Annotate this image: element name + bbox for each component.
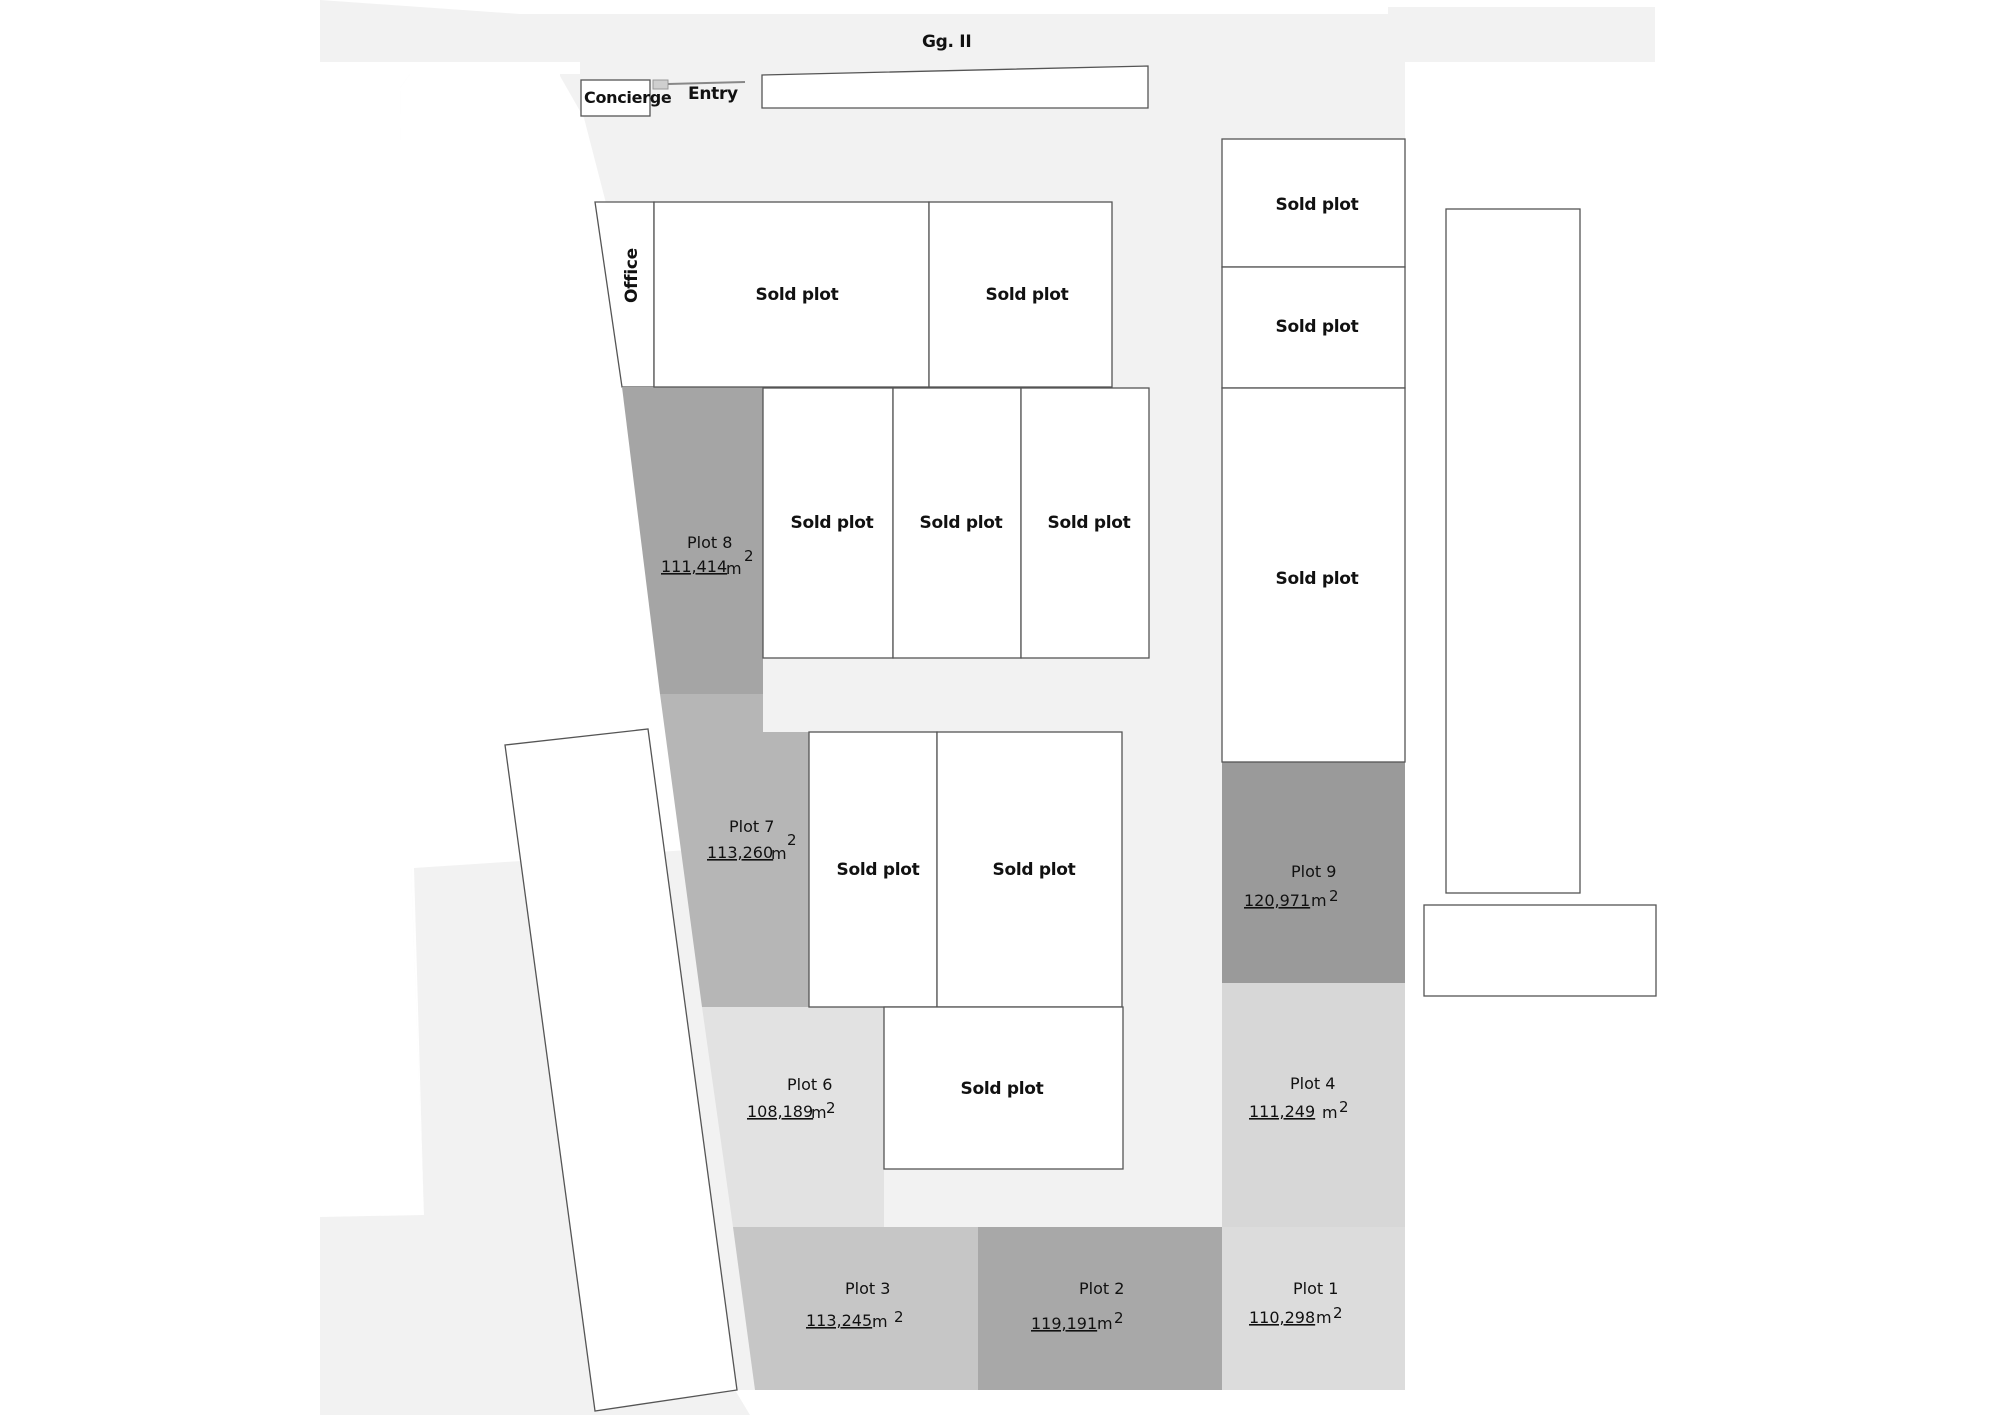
top-strip-building <box>761 65 1149 109</box>
sold-plot-k-label: Sold plot <box>1276 569 1359 589</box>
plot-2-exponent: 2 <box>1114 1309 1124 1327</box>
concierge-building <box>580 79 651 117</box>
sold-plot-d <box>892 387 1022 659</box>
concierge-label: Concierge <box>584 88 672 107</box>
gate-post <box>652 79 669 90</box>
plot-1-unit: m <box>1316 1308 1332 1327</box>
sold-plot-j-label: Sold plot <box>1276 317 1359 337</box>
plot-2-label: Plot 2 119,191 m 2 <box>1031 1279 1124 1333</box>
plot-2-name: Plot 2 <box>1079 1279 1124 1298</box>
plot-3-shape <box>733 1227 978 1390</box>
plot-3-exponent: 2 <box>894 1308 904 1326</box>
plot-3-area: 113,245 <box>806 1311 872 1330</box>
long-slanted-building <box>504 728 738 1412</box>
plot-9-unit: m <box>1311 891 1327 910</box>
office-label: Office <box>622 248 642 303</box>
plot-7-name: Plot 7 <box>729 817 774 836</box>
sold-plot-h <box>883 1006 1124 1170</box>
plot-6-name: Plot 6 <box>787 1075 832 1094</box>
entry-barrier <box>667 81 746 85</box>
plot-7-unit: m <box>771 844 787 863</box>
sold-plot-j <box>1221 266 1406 389</box>
plot-8-unit: m <box>726 559 742 578</box>
sold-plot-c <box>762 387 894 659</box>
plot-1-shape <box>1222 1227 1405 1390</box>
plot-6-shape <box>702 1007 884 1227</box>
entry-label: Entry <box>688 84 738 104</box>
plot-7-shape <box>660 694 809 1007</box>
plot-2-area: 119,191 <box>1031 1314 1097 1333</box>
plot-1-area: 110,298 <box>1249 1308 1315 1327</box>
plot-1-name: Plot 1 <box>1293 1279 1338 1298</box>
plot-9-area: 120,971 <box>1244 891 1310 910</box>
plot-6-area: 108,189 <box>747 1102 813 1121</box>
plot-2-unit: m <box>1097 1314 1113 1333</box>
sold-plot-d-label: Sold plot <box>920 513 1003 533</box>
plot-8-label: Plot 8 111,414 m 2 <box>661 533 754 578</box>
plot-6-unit: m <box>811 1103 827 1122</box>
plot-8-shape <box>622 387 763 694</box>
sold-plot-h-label: Sold plot <box>961 1079 1044 1099</box>
plot-1-label: Plot 1 110,298 m 2 <box>1249 1279 1343 1327</box>
sold-plot-i-label: Sold plot <box>1276 195 1359 215</box>
plot-2-shape <box>978 1227 1222 1390</box>
sold-plot-f-label: Sold plot <box>837 860 920 880</box>
plot-4-area: 111,249 <box>1249 1102 1315 1121</box>
sold-plot-g-label: Sold plot <box>993 860 1076 880</box>
sold-plot-e-label: Sold plot <box>1048 513 1131 533</box>
plot-1-exponent: 2 <box>1333 1304 1343 1322</box>
sold-plot-k <box>1221 387 1406 763</box>
plot-6-exponent: 2 <box>826 1099 836 1117</box>
plot-9-shape <box>1222 762 1405 983</box>
sold-plot-a <box>653 201 930 388</box>
plot-7-area: 113,260 <box>707 843 773 862</box>
plot-3-unit: m <box>872 1312 888 1331</box>
plot-4-shape <box>1222 983 1405 1227</box>
plot-3-name: Plot 3 <box>845 1279 890 1298</box>
plot-4-label: Plot 4 111,249 m 2 <box>1249 1074 1349 1122</box>
plot-8-exponent: 2 <box>744 547 754 565</box>
plot-9-label: Plot 9 120,971 m 2 <box>1244 862 1339 910</box>
plot-7-label: Plot 7 113,260 m 2 <box>707 817 797 863</box>
plot-3-label: Plot 3 113,245 m 2 <box>806 1279 904 1331</box>
sold-plot-b <box>928 201 1113 388</box>
plot-8-name: Plot 8 <box>687 533 732 552</box>
sold-plot-a-label: Sold plot <box>756 285 839 305</box>
sold-plot-c-label: Sold plot <box>791 513 874 533</box>
plot-4-name: Plot 4 <box>1290 1074 1335 1093</box>
east-small-building <box>1423 904 1657 997</box>
road-label: Gg. II <box>922 32 971 52</box>
plot-9-name: Plot 9 <box>1291 862 1336 881</box>
sold-plot-i <box>1221 138 1406 268</box>
east-tall-building <box>1445 208 1581 894</box>
plot-8-area: 111,414 <box>661 557 727 576</box>
sold-plots <box>653 138 1406 1170</box>
plot-4-exponent: 2 <box>1339 1098 1349 1116</box>
sold-plot-b-label: Sold plot <box>986 285 1069 305</box>
plot-9-exponent: 2 <box>1329 887 1339 905</box>
plot-6-label: Plot 6 108,189 m 2 <box>747 1075 836 1122</box>
plot-4-unit: m <box>1322 1103 1338 1122</box>
sold-plot-labels: Sold plot Sold plot Sold plot Sold plot … <box>756 195 1359 1099</box>
sold-plot-e <box>1020 387 1150 659</box>
sold-plot-g <box>936 731 1123 1008</box>
plot-7-exponent: 2 <box>787 831 797 849</box>
